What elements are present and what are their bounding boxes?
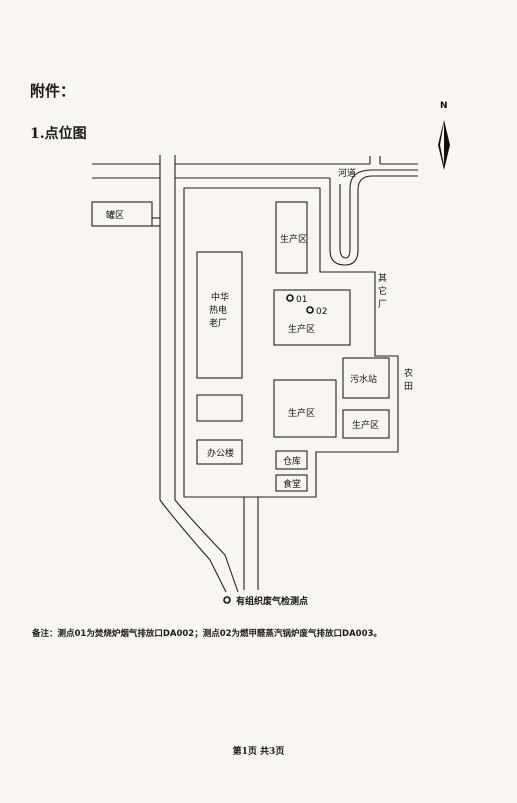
- svg-text:其: 其: [378, 273, 387, 284]
- tank-area-box: [91, 201, 153, 227]
- office-building-box: [196, 439, 243, 465]
- production-area-3-box: [273, 379, 337, 438]
- office-building-label: 办公楼: [207, 447, 234, 459]
- monitoring-point-icon: [306, 306, 314, 314]
- production-area-1-box: [275, 201, 308, 274]
- zhonghua-plant-box: [196, 251, 243, 379]
- svg-text:热电: 热电: [209, 304, 227, 316]
- page-number: 第1页 共3页: [232, 747, 285, 757]
- attachment-title: 附件：: [30, 82, 76, 100]
- monitoring-point-02: 02: [306, 306, 327, 317]
- production-area-4-label: 生产区: [352, 419, 379, 431]
- legend-label: 有组织废气检测点: [236, 595, 308, 607]
- sewage-station-label: 污水站: [350, 373, 377, 385]
- canteen-box: [275, 474, 308, 492]
- map-legend: 有组织废气检测点: [223, 595, 308, 607]
- svg-text:01: 01: [296, 295, 307, 305]
- monitoring-point-icon: [286, 294, 294, 302]
- svg-text:02: 02: [316, 307, 327, 317]
- svg-text:中华: 中华: [211, 291, 229, 303]
- svg-text:农: 农: [404, 367, 413, 379]
- production-area-2-box: [273, 289, 351, 346]
- river-outer: [329, 175, 418, 266]
- svg-text:老厂: 老厂: [209, 317, 227, 329]
- production-area-1-label: 生产区: [280, 233, 307, 245]
- warehouse-label: 仓库: [283, 455, 301, 467]
- monitoring-point-legend-icon: [223, 596, 231, 604]
- svg-text:田: 田: [404, 381, 413, 392]
- svg-text:厂: 厂: [378, 299, 387, 310]
- farmland-label: 农 田: [404, 367, 413, 392]
- other-factory-label: 其 它 厂: [378, 273, 387, 310]
- warehouse-box: [275, 450, 308, 470]
- map-title: 1.点位图: [30, 126, 87, 142]
- production-area-2-label: 生产区: [288, 323, 315, 335]
- access-road-right: [174, 499, 239, 593]
- zhonghua-plant-label: 中华 热电 老厂: [209, 291, 229, 329]
- tank-area-label: 罐区: [106, 209, 124, 221]
- access-road-left: [159, 499, 227, 593]
- map-footnote: 备注：测点01为焚烧炉烟气排放口DA002；测点02为燃甲醛蒸汽锅炉废气排放口D…: [32, 629, 382, 639]
- site-boundary: [183, 187, 399, 498]
- svg-text:它: 它: [378, 285, 387, 297]
- river-label: 河道: [338, 167, 356, 179]
- blank-building-box: [196, 394, 243, 422]
- river-inner: [339, 169, 418, 259]
- production-area-4-box: [342, 409, 390, 439]
- sewage-station-box: [342, 357, 390, 399]
- north-label: N: [440, 101, 448, 111]
- north-arrow: N: [438, 101, 450, 170]
- production-area-3-label: 生产区: [288, 407, 315, 419]
- site-map: N 河道 罐区 中华 热电 老厂 生产区 生产区 生产区 生产区 污水站 办公楼…: [91, 101, 450, 607]
- canteen-label: 食堂: [283, 478, 301, 490]
- monitoring-point-01: 01: [286, 294, 307, 305]
